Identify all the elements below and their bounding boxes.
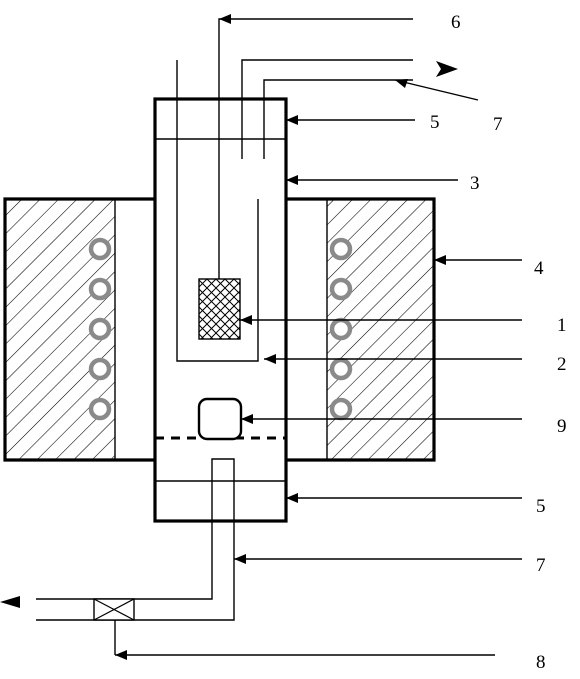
gas-outlet-tube-outer [241,59,413,159]
gas-inlet-pipe [0,458,235,621]
leader-lines [114,79,522,660]
leader-7-top [394,79,479,101]
heating-coils-left [88,237,112,421]
gas-inlet-arrow [0,596,20,608]
label-6: 6 [451,12,461,33]
furnace-right-block [286,197,436,462]
label-5-bottom: 5 [536,496,546,517]
callout-labels: 6 5 7 3 4 1 2 9 5 7 8 [430,12,567,673]
label-7-top: 7 [493,114,503,135]
gas-outlet-tube-inner [263,79,413,159]
crucible [197,397,243,441]
sample-holder-frame [176,60,259,362]
gas-outlet-arrow [436,61,458,77]
label-8: 8 [536,652,546,673]
label-4: 4 [534,258,544,279]
label-1: 1 [557,315,567,336]
furnace-left-block [3,197,155,462]
arrow-head-6 [219,14,231,24]
sample-block [198,278,241,340]
label-5-top: 5 [430,112,440,133]
label-3: 3 [470,173,480,194]
valve [93,598,135,621]
label-7-bottom: 7 [536,555,546,576]
heating-coils-right [329,237,353,421]
label-9: 9 [557,416,567,437]
label-2: 2 [557,354,567,375]
